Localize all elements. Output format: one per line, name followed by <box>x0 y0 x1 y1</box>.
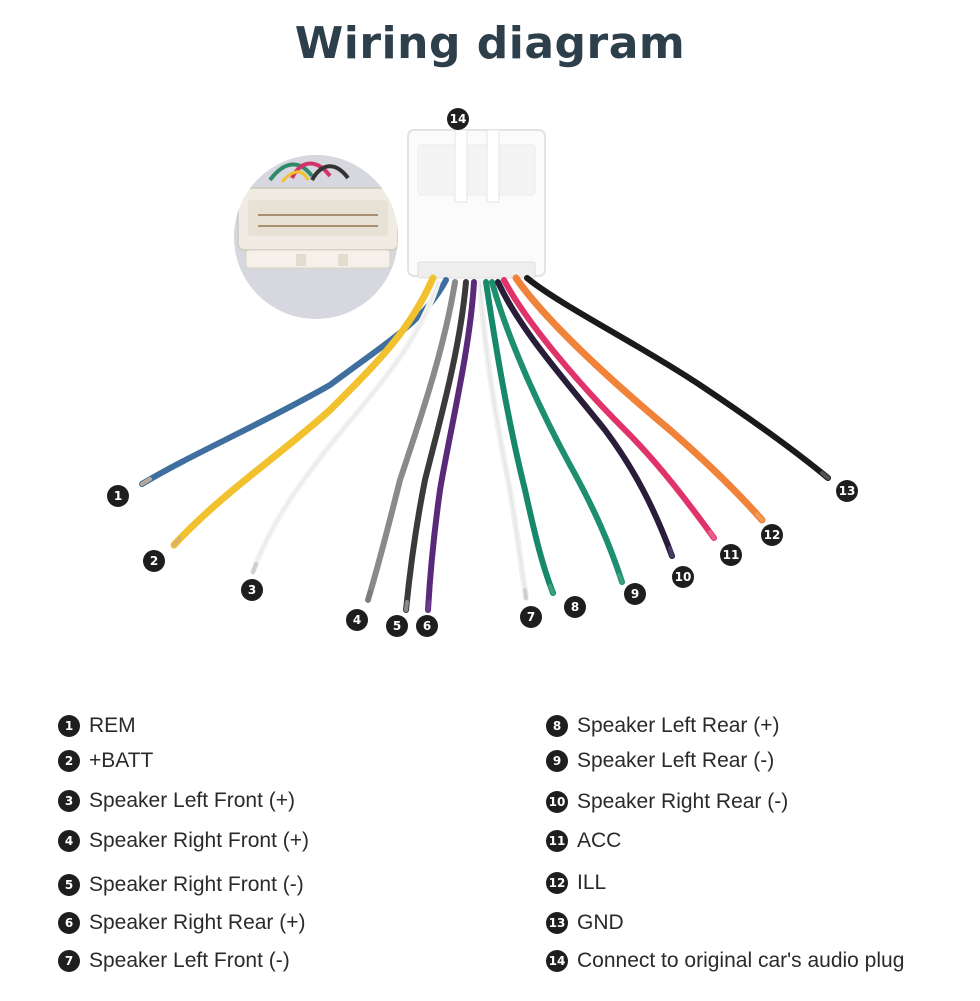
legend-item-1: 1 REM <box>58 712 136 740</box>
legend-badge-11: 11 <box>546 830 568 852</box>
legend-item-11: 11 ACC <box>546 827 621 855</box>
legend-badge-12: 12 <box>546 872 568 894</box>
badge-3: 3 <box>241 579 263 601</box>
badge-9: 9 <box>624 583 646 605</box>
legend-badge-1: 1 <box>58 715 80 737</box>
svg-text:12: 12 <box>764 528 781 542</box>
legend-badge-10: 10 <box>546 791 568 813</box>
legend-item-13: 13 GND <box>546 909 624 937</box>
legend-label-8: Speaker Left Rear (+) <box>577 714 780 737</box>
svg-text:9: 9 <box>631 587 639 601</box>
svg-text:13: 13 <box>839 484 856 498</box>
legend-badge-6: 6 <box>58 912 80 934</box>
legend-item-12: 12 ILL <box>546 869 606 897</box>
wire-ends <box>140 471 830 612</box>
svg-text:11: 11 <box>723 548 740 562</box>
legend-label-13: GND <box>577 911 624 934</box>
legend-label-3: Speaker Left Front (+) <box>89 789 296 812</box>
legend-badge-5: 5 <box>58 874 80 896</box>
wire-6-purple <box>425 279 477 613</box>
svg-text:2: 2 <box>150 554 158 568</box>
badge-4: 4 <box>346 609 368 631</box>
wire-3-outline <box>252 281 439 573</box>
legend-label-12: ILL <box>577 871 607 894</box>
legend-label-2: +BATT <box>89 749 154 772</box>
connector-face-inset <box>234 155 398 319</box>
legend-label-14: Connect to original car's audio plug <box>577 949 905 972</box>
legend-item-6: 6 Speaker Right Rear (+) <box>58 909 306 937</box>
wire-11-pink <box>501 277 717 541</box>
svg-text:3: 3 <box>248 583 256 597</box>
legend-badge-3: 3 <box>58 790 80 812</box>
legend-label-11: ACC <box>577 829 622 852</box>
diagram-badges: 1 2 3 4 5 6 7 8 <box>107 108 858 637</box>
svg-text:14: 14 <box>450 112 467 126</box>
legend-label-10: Speaker Right Rear (-) <box>577 790 789 813</box>
legend-label-6: Speaker Right Rear (+) <box>89 911 306 934</box>
badge-5: 5 <box>386 615 408 637</box>
wire-1-blue <box>139 277 449 487</box>
legend-item-9: 9 Speaker Left Rear (-) <box>546 747 774 775</box>
legend-item-3: 3 Speaker Left Front (+) <box>58 787 295 815</box>
wire-7-outline <box>479 281 527 599</box>
legend-badge-14: 14 <box>546 950 568 972</box>
wire-10-purple <box>495 279 675 559</box>
wire-13-black <box>524 275 831 481</box>
legend-badge-9: 9 <box>546 750 568 772</box>
svg-text:5: 5 <box>393 619 401 633</box>
badge-13: 13 <box>836 480 858 502</box>
badge-6: 6 <box>416 615 438 637</box>
wire-2-yellow <box>170 274 437 549</box>
badge-14: 14 <box>447 108 469 130</box>
legend-badge-8: 8 <box>546 715 568 737</box>
badge-7: 7 <box>520 606 542 628</box>
connector-plug <box>407 129 546 279</box>
svg-text:10: 10 <box>675 570 692 584</box>
legend-item-7: 7 Speaker Left Front (-) <box>58 947 290 975</box>
legend-item-5: 5 Speaker Right Front (-) <box>58 871 304 899</box>
svg-text:7: 7 <box>527 610 535 624</box>
badge-2: 2 <box>143 550 165 572</box>
legend-label-9: Speaker Left Rear (-) <box>577 749 775 772</box>
svg-text:6: 6 <box>423 619 431 633</box>
legend-badge-2: 2 <box>58 750 80 772</box>
badge-8: 8 <box>564 596 586 618</box>
svg-text:8: 8 <box>571 600 579 614</box>
legend-badge-4: 4 <box>58 830 80 852</box>
wire-8-green <box>483 279 556 596</box>
legend-label-5: Speaker Right Front (-) <box>89 873 304 896</box>
legend-label-1: REM <box>89 714 136 737</box>
badge-10: 10 <box>672 566 694 588</box>
badge-11: 11 <box>720 544 742 566</box>
legend-label-4: Speaker Right Front (+) <box>89 829 310 852</box>
legend-item-8: 8 Speaker Left Rear (+) <box>546 712 780 740</box>
legend-item-10: 10 Speaker Right Rear (-) <box>546 788 788 816</box>
wire-4-gray <box>365 279 458 603</box>
legend-item-4: 4 Speaker Right Front (+) <box>58 827 309 855</box>
legend-badge-7: 7 <box>58 950 80 972</box>
wire-9-green <box>489 279 625 585</box>
svg-text:4: 4 <box>353 613 361 627</box>
wire-12-orange <box>512 274 766 524</box>
legend-label-7: Speaker Left Front (-) <box>89 949 290 972</box>
legend-item-14: 14 Connect to original car's audio plug <box>546 947 904 975</box>
wiring-diagram: 1 2 3 4 5 6 7 8 <box>107 108 858 637</box>
wires <box>139 274 831 613</box>
page-title: Wiring diagram <box>294 18 686 69</box>
badge-12: 12 <box>761 524 783 546</box>
badge-1: 1 <box>107 485 129 507</box>
legend-badge-13: 13 <box>546 912 568 934</box>
legend-item-2: 2 +BATT <box>58 747 153 775</box>
svg-text:1: 1 <box>114 489 122 503</box>
wire-5-darkgray <box>403 279 469 613</box>
